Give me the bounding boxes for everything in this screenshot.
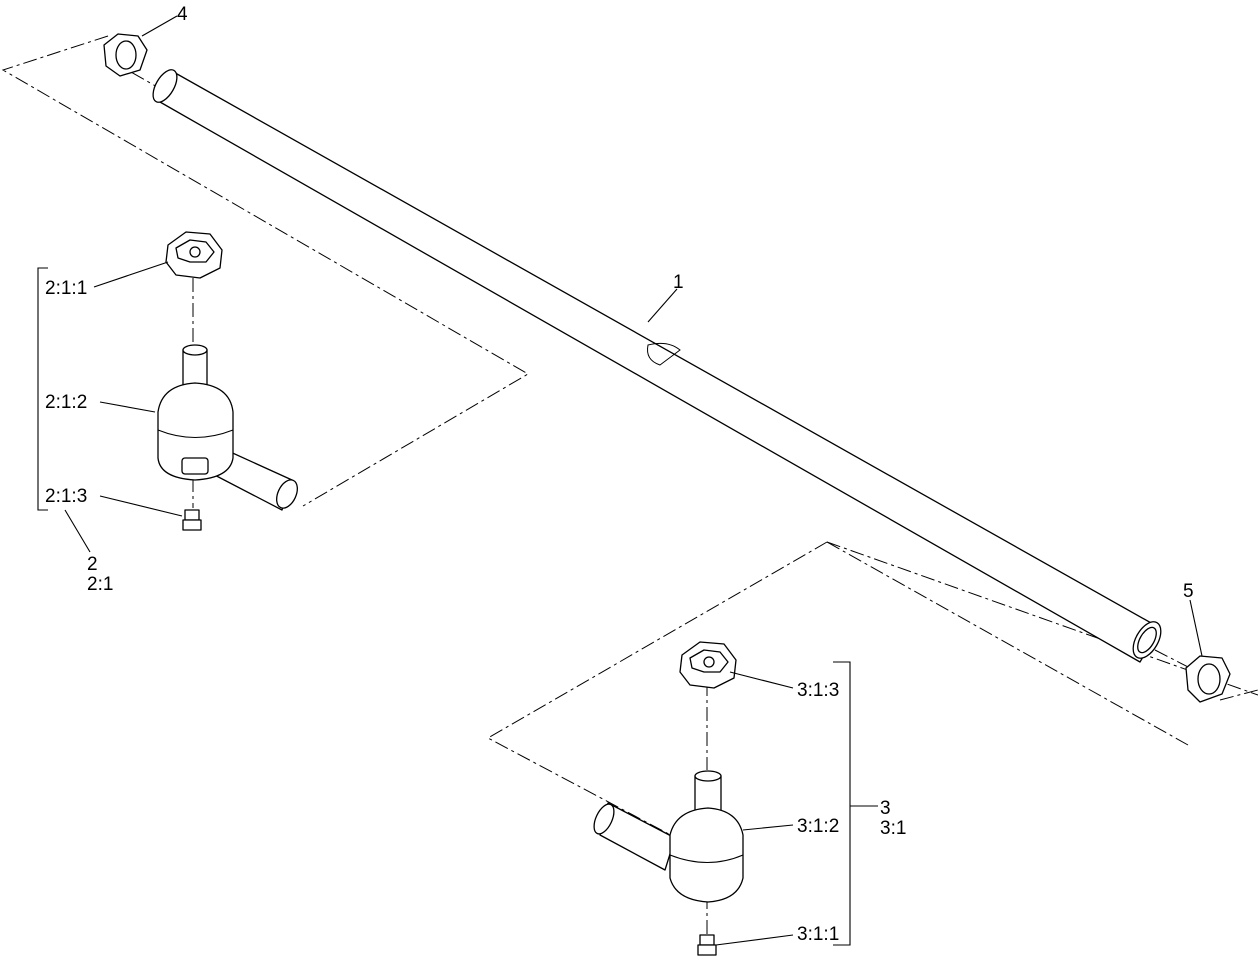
tie-rod-end-right xyxy=(593,641,744,956)
tie-rod-tube xyxy=(152,69,1162,663)
jam-nut-5 xyxy=(1185,655,1231,703)
callout-5: 5 xyxy=(1183,581,1194,602)
assembly-lines xyxy=(1,35,1258,935)
callout-3: 3 xyxy=(880,798,891,819)
callout-1: 1 xyxy=(673,272,684,293)
castle-nut-3-1-3 xyxy=(679,641,737,689)
callout-2: 2 xyxy=(87,554,98,575)
callout-labels: 4 1 5 2:1:1 2:1:2 2:1:3 2 2:1 3:1:3 3:1:… xyxy=(45,4,1194,945)
callout-2-1-1: 2:1:1 xyxy=(45,278,87,299)
jam-nut-4 xyxy=(103,33,148,77)
grease-fitting-2-1-3 xyxy=(182,509,202,531)
leader-lines xyxy=(37,15,1203,946)
callout-4: 4 xyxy=(177,4,188,25)
callout-2-1-2: 2:1:2 xyxy=(45,392,87,413)
castle-nut-2-1-1 xyxy=(165,231,223,279)
ball-joint-body-2-1-2 xyxy=(157,382,234,481)
tie-rod-end-left xyxy=(157,231,298,531)
callout-2-1: 2:1 xyxy=(87,574,113,595)
grease-fitting-3-1-1 xyxy=(697,934,717,956)
callout-2-1-3: 2:1:3 xyxy=(45,486,87,507)
callout-3-1-2: 3:1:2 xyxy=(797,816,839,837)
ball-joint-body-3-1-2 xyxy=(669,807,744,903)
callout-3-1-3: 3:1:3 xyxy=(797,680,839,701)
callout-3-1-1: 3:1:1 xyxy=(797,924,839,945)
callout-3-1: 3:1 xyxy=(880,818,906,839)
